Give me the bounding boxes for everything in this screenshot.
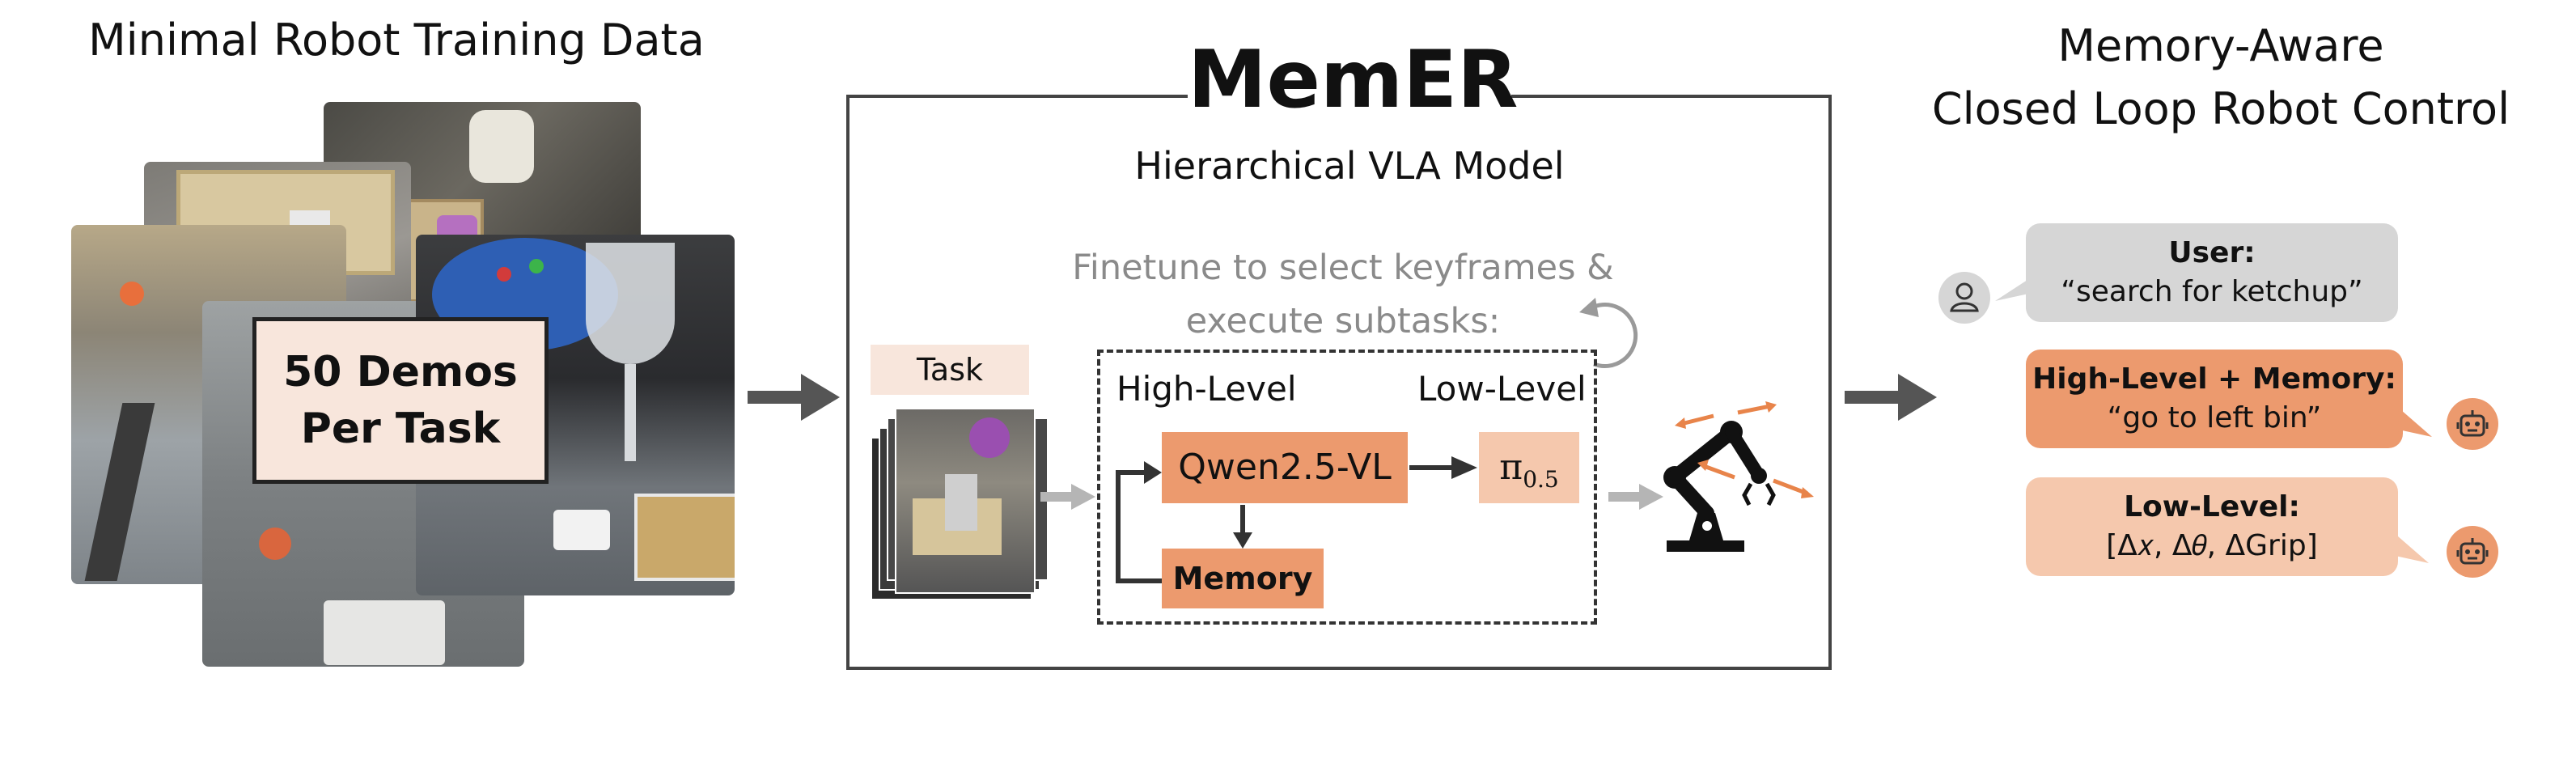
memory-box: Memory — [1162, 549, 1324, 608]
low-level-bubble-heading: Low-Level: — [2124, 490, 2300, 523]
high-level-message-bubble: High-Level + Memory: “go to left bin” — [2026, 350, 2403, 448]
training-data-title: Minimal Robot Training Data — [88, 15, 705, 66]
finetune-caption: Finetune to select keyframes & execute s… — [1044, 241, 1642, 348]
model-flow-arrows — [1116, 456, 1477, 583]
memer-title: MemER — [1188, 34, 1519, 126]
hierarchical-policy-frame — [1097, 350, 1597, 625]
finetune-line-2: execute subtasks: — [1185, 301, 1501, 341]
closed-loop-title-line-1: Memory-Aware — [2057, 20, 2384, 71]
title-gap — [1188, 77, 1511, 109]
model-subtitle: Hierarchical VLA Model — [1134, 144, 1565, 188]
high-level-label: High-Level — [1116, 369, 1297, 409]
task-label: Task — [871, 345, 1029, 395]
closed-loop-title-line-2: Closed Loop Robot Control — [1931, 83, 2510, 134]
arrow-to-model-icon — [748, 374, 840, 421]
user-icon — [1938, 272, 1990, 324]
pi-model-box: π0.5 — [1479, 432, 1579, 503]
high-level-bubble-text: “go to left bin” — [2107, 401, 2322, 434]
arrow-to-control-icon — [1845, 374, 1937, 421]
arrow-to-robot-icon — [1608, 484, 1663, 510]
closed-loop-title: Memory-Aware Closed Loop Robot Control — [1909, 15, 2532, 141]
finetune-line-1: Finetune to select keyframes & — [1072, 248, 1614, 288]
robot-arm-icon — [1663, 401, 1814, 552]
task-frame — [895, 408, 1036, 594]
demo-count-text: 50 Demos — [283, 348, 518, 396]
low-level-bubble-tail — [2392, 531, 2429, 563]
high-level-bubble-heading: High-Level + Memory: — [2032, 362, 2396, 396]
low-level-label: Low-Level — [1417, 369, 1587, 409]
per-task-text: Per Task — [300, 405, 501, 453]
qwen-model-box: Qwen2.5-VL — [1162, 432, 1408, 503]
low-level-bubble-text: [Δ𝑥, Δ𝜃, ΔGrip] — [2106, 529, 2318, 562]
demos-per-task-badge: 50 Demos Per Task — [252, 317, 549, 484]
user-bubble-text: “search for ketchup” — [2061, 275, 2363, 308]
low-level-message-bubble: Low-Level: [Δ𝑥, Δ𝜃, ΔGrip] — [2026, 477, 2398, 576]
robot-icon — [2447, 398, 2498, 450]
user-bubble-tail — [1995, 277, 2032, 301]
pi-subscript: 0.5 — [1523, 465, 1559, 493]
pi-symbol: π — [1499, 447, 1523, 488]
high-level-bubble-tail — [2395, 405, 2432, 437]
robot-icon — [2447, 526, 2498, 578]
arrow-into-model-icon — [1040, 484, 1095, 510]
user-message-bubble: User: “search for ketchup” — [2026, 223, 2398, 322]
finetune-loop-icon — [1579, 298, 1638, 369]
user-bubble-heading: User: — [2168, 236, 2256, 269]
